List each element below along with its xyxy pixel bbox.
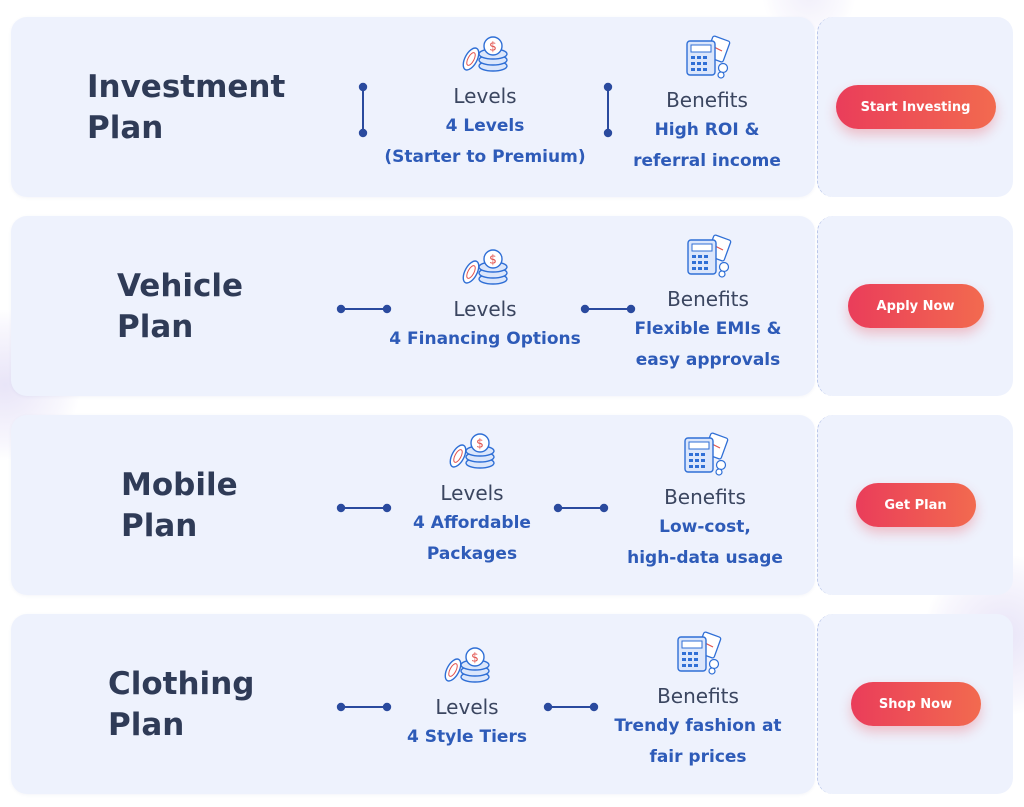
benefits-detail: Trendy fashion at fair prices [614, 716, 782, 767]
connector-icon [580, 304, 636, 314]
levels-detail: 4 Style Tiers [407, 727, 527, 747]
benefits-heading: Benefits [664, 485, 746, 509]
start-investing-button[interactable]: Start Investing [835, 85, 996, 129]
levels-column: $ Levels 4 Financing Options [370, 248, 600, 355]
benefits-heading: Benefits [666, 88, 748, 112]
coins-icon: $ [462, 36, 508, 72]
levels-detail: 4 Financing Options [389, 329, 581, 349]
benefits-column: Benefits Trendy fashion at fair prices [583, 631, 813, 773]
benefits-detail: Low-cost, high-data usage [627, 517, 783, 568]
plan-row-investment: Investment Plan $ Levels 4 Levels (Start… [11, 17, 1013, 197]
plan-card: Clothing Plan $ Levels 4 Style Tiers [11, 614, 815, 794]
action-card: Get Plan [817, 415, 1013, 595]
levels-column: $ Levels 4 Affordable Packages [357, 432, 587, 570]
coins-icon: $ [462, 249, 508, 285]
levels-heading: Levels [440, 481, 504, 505]
calculator-icon [684, 432, 729, 476]
svg-text:$: $ [489, 40, 497, 54]
action-card: Start Investing [817, 17, 1013, 197]
benefits-detail: Flexible EMIs & easy approvals [634, 319, 782, 370]
levels-column: $ Levels 4 Style Tiers [352, 646, 582, 753]
plan-row-clothing: Clothing Plan $ Levels 4 Style Tiers [11, 614, 1013, 794]
plan-card: Vehicle Plan $ Levels 4 Financing Option… [11, 216, 815, 396]
plan-title: Clothing Plan [108, 666, 255, 743]
connector-icon [336, 503, 392, 513]
connector-icon [543, 702, 599, 712]
svg-text:$: $ [476, 437, 484, 451]
action-card: Apply Now [817, 216, 1013, 396]
plan-row-vehicle: Vehicle Plan $ Levels 4 Financing Option… [11, 216, 1013, 396]
levels-column: $ Levels 4 Levels (Starter to Premium) [370, 35, 600, 173]
shop-now-button[interactable]: Shop Now [850, 682, 981, 726]
benefits-column: Benefits Low-cost, high-data usage [590, 432, 820, 574]
coins-icon: $ [449, 433, 495, 469]
coins-icon: $ [444, 647, 490, 683]
benefits-detail: High ROI & referral income [633, 120, 781, 171]
plan-card: Investment Plan $ Levels 4 Levels (Start… [11, 17, 815, 197]
levels-detail: 4 Levels (Starter to Premium) [384, 116, 586, 167]
plan-row-mobile: Mobile Plan $ Levels 4 Affordable Packag… [11, 415, 1013, 595]
calculator-icon [686, 35, 731, 79]
calculator-icon [687, 234, 732, 278]
connector-icon [336, 702, 392, 712]
benefits-heading: Benefits [667, 287, 749, 311]
connector-icon [553, 503, 609, 513]
levels-heading: Levels [435, 695, 499, 719]
benefits-column: Benefits High ROI & referral income [592, 35, 822, 177]
plan-card: Mobile Plan $ Levels 4 Affordable Packag… [11, 415, 815, 595]
connector-icon [603, 82, 613, 138]
levels-heading: Levels [453, 84, 517, 108]
apply-now-button[interactable]: Apply Now [847, 284, 984, 328]
benefits-heading: Benefits [657, 684, 739, 708]
levels-heading: Levels [453, 297, 517, 321]
plan-title: Vehicle Plan [117, 268, 244, 345]
action-card: Shop Now [817, 614, 1013, 794]
plan-title: Mobile Plan [121, 467, 238, 544]
svg-text:$: $ [471, 651, 479, 665]
svg-text:$: $ [489, 253, 497, 267]
benefits-column: Benefits Flexible EMIs & easy approvals [593, 234, 823, 376]
get-plan-button[interactable]: Get Plan [855, 483, 976, 527]
calculator-icon [677, 631, 722, 675]
levels-detail: 4 Affordable Packages [413, 513, 531, 564]
plan-title: Investment Plan [87, 69, 286, 146]
connector-icon [358, 82, 368, 138]
connector-icon [336, 304, 392, 314]
